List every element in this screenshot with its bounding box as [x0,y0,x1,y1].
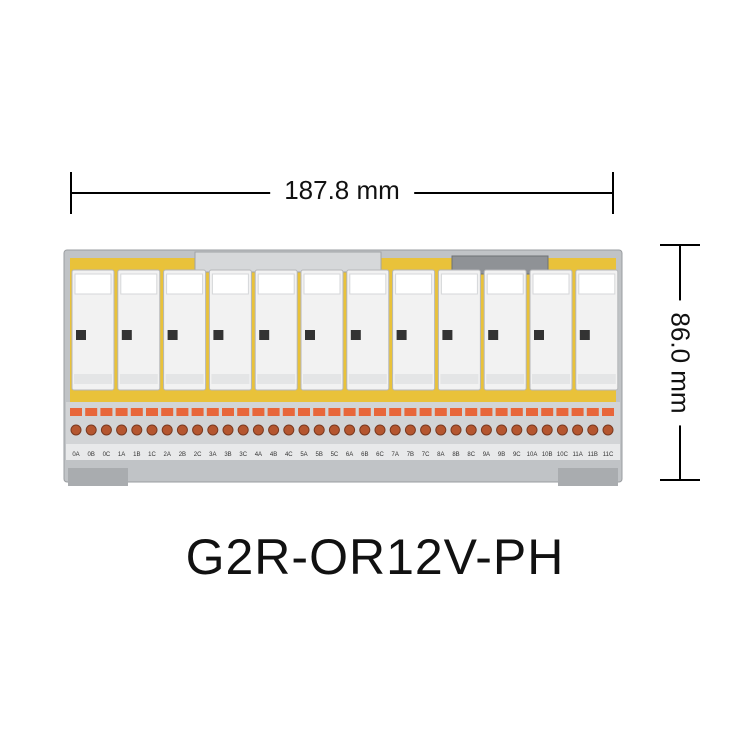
terminal [541,408,554,436]
terminal-label: 9A [483,452,490,458]
terminal [176,408,189,436]
terminal-label: 3B [224,452,231,458]
rail-foot-left [68,468,128,486]
terminal-label: 1B [133,452,140,458]
width-dimension-label: 187.8 mm [270,175,414,206]
relay [117,269,161,391]
terminal-label: 7C [422,452,430,458]
terminal-label: 4C [285,452,293,458]
coil-terminal-block [194,251,382,273]
terminal-label: 9C [513,452,521,458]
terminal-label: 8B [452,452,459,458]
rail-foot-right [558,468,618,486]
terminal [161,408,174,436]
terminal [328,408,341,436]
terminal-label: 0C [103,452,111,458]
terminal [267,408,280,436]
terminal [222,408,234,436]
relay [163,269,207,391]
terminal [282,408,295,436]
terminal-label: 7A [392,452,399,458]
dimension-tick-right [612,172,614,214]
terminal [389,408,402,436]
product-model: G2R-OR12V-PH [185,529,565,585]
relay [483,269,527,391]
terminal-label: 8A [437,452,444,458]
terminal [495,408,508,436]
terminal-label: 2B [179,452,186,458]
terminal [586,408,599,436]
terminal-label: 11C [603,452,614,458]
terminal-label: 5C [331,452,339,458]
terminal-label: 10B [542,452,553,458]
terminal-label: 4A [255,452,262,458]
terminal [313,408,326,436]
terminal [404,408,417,436]
terminal [100,408,113,436]
terminal-label: 10A [527,452,538,458]
relay-module-image: 0A 0B 0C 1A 1B 1C 2A 2B 2C 3A 3B 3C 4A 4B 4C 5A 5B 5C 6A 6B… [63,249,623,486]
terminal [115,408,128,436]
terminal [419,408,432,436]
terminal-label: 2C [194,452,202,458]
terminal [465,408,478,436]
terminal [526,408,538,436]
relay [346,269,390,391]
terminal [374,408,386,436]
relay [254,269,298,391]
relay [392,269,436,391]
relay [575,269,619,391]
terminal [85,408,98,436]
terminal-label: 5B [316,452,323,458]
terminal-label: 11B [588,452,598,458]
relay [529,269,573,391]
terminal [130,408,143,436]
terminal-label: 2A [164,452,171,458]
terminal [480,408,493,436]
width-dimension: 187.8 mm [70,172,614,214]
terminal-label: 0B [88,452,95,458]
relay [208,269,252,391]
relay [71,269,115,391]
terminal [602,408,614,436]
terminal [556,408,569,436]
terminal-label: 11A [572,452,582,458]
terminal-label: 1C [148,452,156,458]
terminal-label: 6C [376,452,384,458]
terminal-label: 8C [467,452,475,458]
terminal [252,408,265,436]
terminal-label: 3C [239,452,247,458]
label-strip [66,444,620,460]
terminal [434,408,447,436]
terminal [70,408,82,436]
terminal [146,408,158,436]
terminal-label: 7B [407,452,414,458]
terminal-label: 3A [209,452,216,458]
terminal-label: 1A [118,452,125,458]
dimension-tick-bottom [660,479,700,481]
terminal-label: 10C [557,452,569,458]
terminal [343,408,356,436]
terminal [358,408,371,436]
terminal [191,408,204,436]
terminal-label: 5A [300,452,307,458]
terminal-label: 6A [346,452,353,458]
terminal [206,408,219,436]
terminal [450,408,462,436]
relay [300,269,344,391]
height-dimension: 86.0 mm [660,244,700,481]
terminal [510,408,523,436]
relay [437,269,481,391]
terminal-label: 6B [361,452,368,458]
terminal [571,408,584,436]
terminal-label: 4B [270,452,277,458]
terminal [237,408,250,436]
terminal [298,408,310,436]
terminal-label: 9B [498,452,505,458]
terminal-label: 0A [72,452,79,458]
height-dimension-label: 86.0 mm [664,299,696,426]
